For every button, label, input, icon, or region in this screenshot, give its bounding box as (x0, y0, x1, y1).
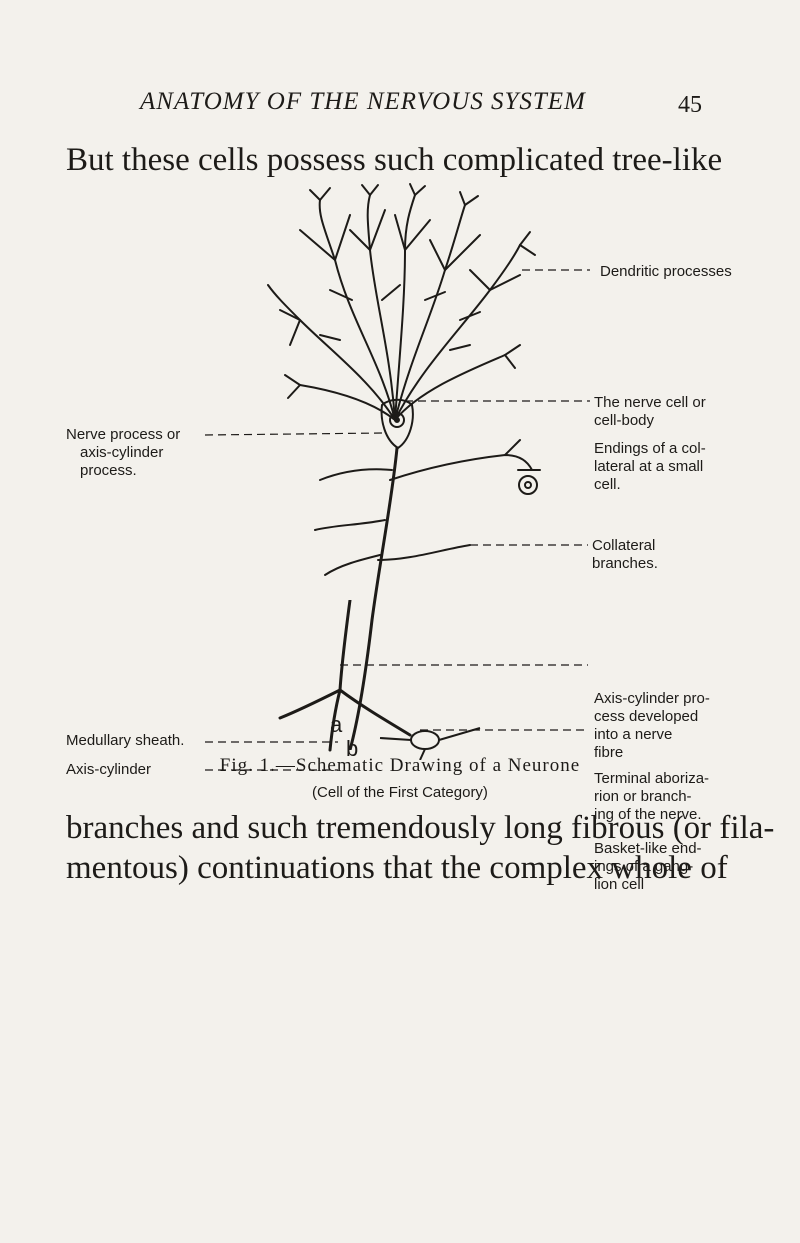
figure-caption: Fig. 1.—Schematic Drawing of a Neurone (219, 755, 581, 776)
label-axis-developed-line-1: Axis-cylinder pro- (594, 690, 710, 707)
body-text-line-3: mentous) continuations that the complex … (66, 850, 728, 886)
label-axis-developed-line-2: cess developed (594, 708, 699, 725)
label-nerve-process-line-1: Nerve process or (66, 426, 181, 443)
leader-lines (204, 269, 590, 546)
figure-letter-b: b (346, 736, 359, 761)
cell-body (380, 398, 414, 450)
body-text-line-1: But these cells possess such complicated… (66, 142, 723, 178)
running-head: ANATOMY OF THE NERVOUS SYSTEM (140, 88, 586, 115)
left-leader-lines (205, 741, 338, 771)
page-number: 45 (678, 92, 702, 118)
collateral-branches (314, 439, 541, 576)
label-collateral-line-2: branches. (592, 555, 658, 572)
label-axis-developed-line-4: fibre (594, 744, 624, 761)
figure-caption-sub: (Cell of the First Category) (312, 784, 488, 801)
label-medullary-sheath: Medullary sheath. (66, 732, 185, 749)
label-cell-body-line-2: cell-body (594, 412, 655, 429)
label-basket-line-3: lion cell (594, 876, 645, 893)
axis-cylinder (348, 446, 399, 750)
nerve-fibre-illustration (278, 600, 588, 760)
dendritic-tree (267, 183, 536, 421)
label-terminal-line-1: Terminal aboriza- (594, 770, 710, 787)
label-nerve-process-line-2: axis-cylinder (80, 444, 164, 461)
label-endings-line-3: cell. (594, 476, 621, 493)
label-endings-line-1: Endings of a col- (594, 440, 706, 457)
label-collateral-line-1: Collateral (592, 537, 656, 554)
label-terminal-line-3: ing of the nerve. (594, 806, 702, 823)
label-endings-line-2: lateral at a small (594, 458, 704, 475)
label-axis-developed-line-3: into a nerve (594, 726, 673, 743)
label-axis-cylinder: Axis-cylinder (66, 761, 152, 778)
label-terminal-line-2: rion or branch- (594, 788, 692, 805)
label-basket-line-1: Basket-like end- (594, 840, 702, 857)
label-nerve-process-line-3: process. (80, 462, 137, 479)
body-text-line-2: branches and such tremendously long fibr… (66, 810, 775, 846)
figure-letter-a: a (330, 712, 343, 737)
label-dendritic-processes: Dendritic processes (600, 263, 732, 280)
label-cell-body-line-1: The nerve cell or (594, 394, 706, 411)
label-basket-line-2: ings of a gang- (594, 858, 694, 875)
neurone-illustration (204, 183, 590, 750)
